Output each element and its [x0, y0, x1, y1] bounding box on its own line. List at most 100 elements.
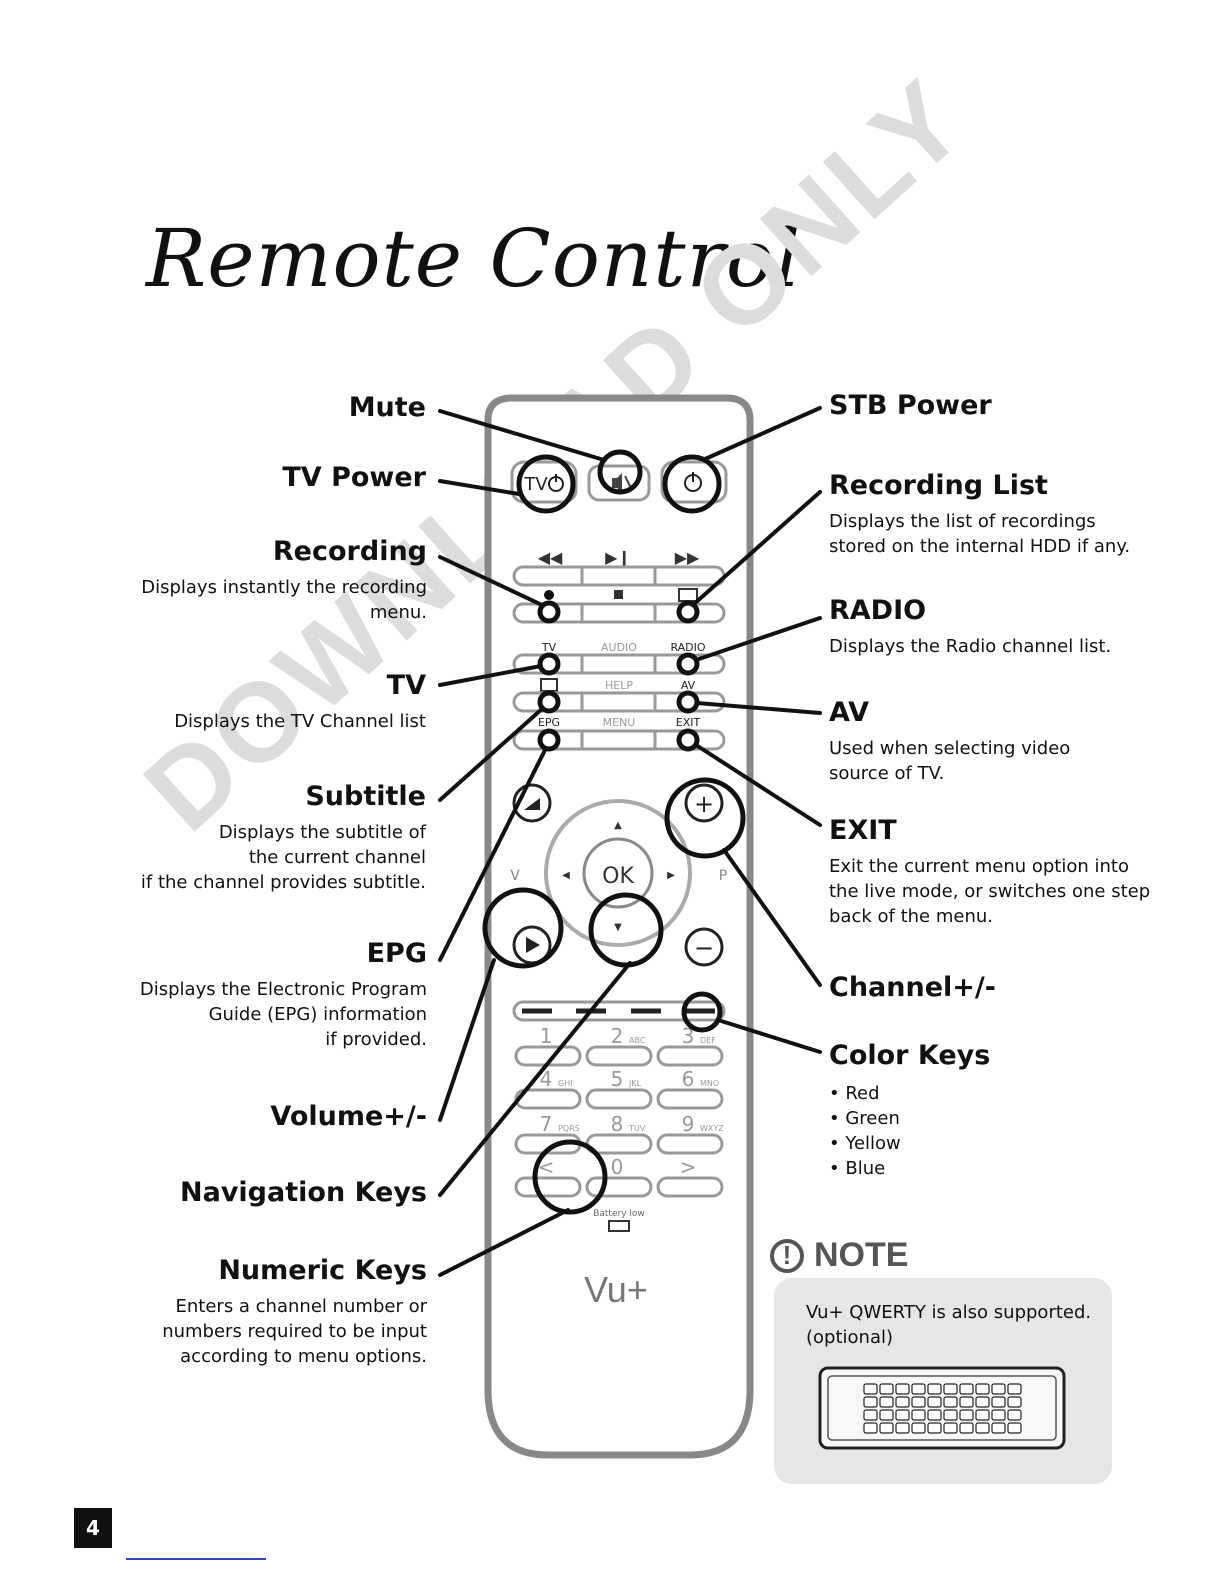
label-recording-list: Recording List Displays the list of reco…	[829, 470, 1131, 558]
svg-text:Vu+: Vu+	[584, 1269, 648, 1310]
qwerty-key	[975, 1396, 990, 1408]
qwerty-key	[895, 1422, 910, 1434]
label-navigation-keys: Navigation Keys	[180, 1177, 427, 1208]
label-tv-power: TV Power	[282, 462, 426, 493]
qwerty-key	[895, 1409, 910, 1421]
svg-text:▲: ▲	[614, 820, 622, 831]
footer-link-underline	[126, 1558, 266, 1560]
svg-text:AV: AV	[681, 679, 696, 692]
numeric-key-letters: ABC	[629, 1036, 646, 1045]
numeric-key-digit: 3	[682, 1024, 695, 1048]
qwerty-key	[911, 1409, 926, 1421]
qwerty-key	[863, 1409, 878, 1421]
qwerty-remote-image	[818, 1366, 1066, 1450]
svg-text:AUDIO: AUDIO	[601, 641, 637, 654]
tv-power-button-label: TV	[523, 474, 548, 495]
svg-text:▼: ▼	[614, 922, 622, 933]
svg-text:◀: ◀	[562, 870, 570, 881]
svg-text:HELP: HELP	[605, 679, 633, 692]
qwerty-key	[879, 1383, 894, 1395]
qwerty-key	[991, 1422, 1006, 1434]
numeric-key-letters: PQRS	[558, 1124, 580, 1133]
qwerty-key	[959, 1422, 974, 1434]
numeric-key	[656, 1088, 724, 1110]
qwerty-key	[991, 1383, 1006, 1395]
svg-text:TV: TV	[541, 641, 557, 654]
svg-text:▶❙: ▶❙	[605, 548, 631, 567]
svg-text:−: −	[694, 934, 714, 962]
label-radio: RADIO Displays the Radio channel list.	[829, 595, 1112, 658]
qwerty-key	[895, 1383, 910, 1395]
label-color-keys: Color Keys Red Green Yellow Blue	[829, 1040, 990, 1181]
numeric-key-letters: GHI	[558, 1079, 573, 1088]
qwerty-key	[975, 1422, 990, 1434]
numeric-key	[514, 1176, 582, 1198]
qwerty-key	[943, 1422, 958, 1434]
qwerty-key	[895, 1396, 910, 1408]
qwerty-key	[975, 1409, 990, 1421]
qwerty-key	[1007, 1396, 1022, 1408]
qwerty-key	[991, 1396, 1006, 1408]
numeric-key-digit: 0	[611, 1155, 624, 1179]
numeric-key	[656, 1045, 724, 1067]
numeric-key-digit: 8	[611, 1112, 624, 1136]
qwerty-key	[863, 1422, 878, 1434]
page-number: 4	[74, 1508, 112, 1548]
numeric-key	[585, 1133, 653, 1155]
numeric-key	[585, 1176, 653, 1198]
svg-text:▶▶: ▶▶	[675, 548, 700, 567]
qwerty-key	[927, 1396, 942, 1408]
svg-text:OK: OK	[602, 864, 634, 889]
label-volume: Volume+/-	[270, 1101, 427, 1132]
qwerty-key	[943, 1383, 958, 1395]
numeric-key-digit: 6	[682, 1067, 695, 1091]
exclamation-circle-icon: !	[770, 1238, 804, 1273]
qwerty-key	[911, 1396, 926, 1408]
label-recording: Recording Displays instantly the recordi…	[141, 536, 427, 624]
qwerty-key	[863, 1383, 878, 1395]
svg-text:EXIT: EXIT	[676, 716, 701, 729]
qwerty-key	[911, 1422, 926, 1434]
label-tv: TV Displays the TV Channel list	[174, 670, 426, 733]
numeric-key-digit: 5	[611, 1067, 624, 1091]
qwerty-key	[1007, 1409, 1022, 1421]
note-text: Vu+ QWERTY is also supported.(optional)	[806, 1302, 1092, 1348]
qwerty-key	[879, 1409, 894, 1421]
qwerty-key	[959, 1396, 974, 1408]
svg-text:MENU: MENU	[603, 716, 636, 729]
svg-text:V: V	[510, 868, 520, 884]
numeric-key	[585, 1045, 653, 1067]
qwerty-key	[879, 1396, 894, 1408]
label-channel: Channel+/-	[829, 972, 996, 1003]
qwerty-key	[975, 1383, 990, 1395]
numeric-key-letters: JKL	[628, 1079, 642, 1088]
qwerty-key	[927, 1409, 942, 1421]
color-key-yellow: Yellow	[829, 1131, 990, 1156]
svg-text:+: +	[694, 790, 714, 818]
svg-text:P: P	[719, 868, 727, 884]
qwerty-key	[1007, 1383, 1022, 1395]
qwerty-key	[911, 1383, 926, 1395]
numeric-key	[656, 1176, 724, 1198]
numeric-key	[514, 1088, 582, 1110]
qwerty-key	[879, 1422, 894, 1434]
qwerty-key	[927, 1383, 942, 1395]
svg-text:RADIO: RADIO	[670, 641, 705, 654]
numeric-key-digit: 4	[540, 1067, 553, 1091]
numeric-key-digit: 9	[682, 1112, 695, 1136]
numeric-key-digit: 1	[540, 1024, 553, 1048]
numeric-key-letters: TUV	[628, 1124, 646, 1133]
svg-text:EPG: EPG	[538, 716, 560, 729]
color-key-green: Green	[829, 1106, 990, 1131]
qwerty-key	[959, 1409, 974, 1421]
color-key-red: Red	[829, 1081, 990, 1106]
qwerty-key	[943, 1409, 958, 1421]
label-stb-power: STB Power	[829, 390, 992, 421]
numeric-key	[585, 1088, 653, 1110]
svg-text:Battery low: Battery low	[593, 1209, 645, 1219]
qwerty-key	[863, 1396, 878, 1408]
